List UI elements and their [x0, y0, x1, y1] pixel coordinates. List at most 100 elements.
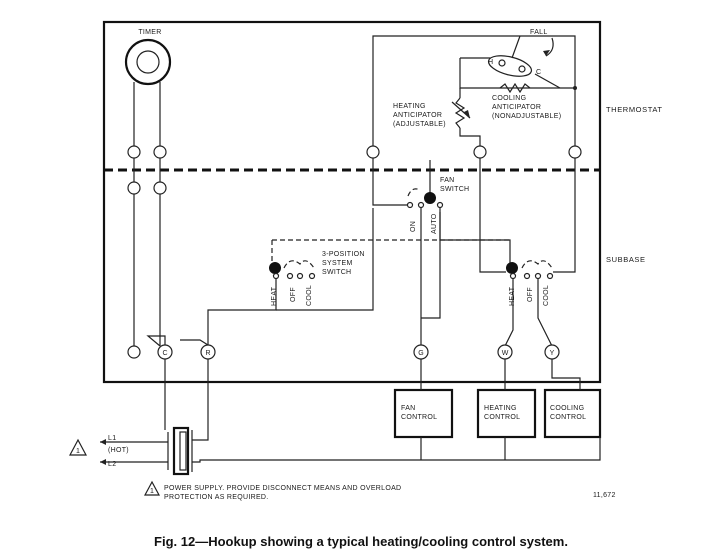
cooling-anticipator-line1: COOLING — [492, 95, 526, 102]
power-note-line1: POWER SUPPLY. PROVIDE DISCONNECT MEANS A… — [164, 485, 401, 492]
warning-triangle-icon — [69, 438, 87, 456]
bulb-contact-c — [518, 65, 526, 73]
timer-sub-terminal-right — [153, 181, 167, 195]
terminal-c-label: C — [162, 350, 167, 357]
timer-terminal-right — [153, 145, 167, 159]
r-to-transformer — [192, 359, 209, 441]
cool-anticipator-to-switch — [553, 158, 576, 273]
heating-control-box — [476, 388, 537, 439]
fan-switch-knob — [424, 192, 436, 204]
heating-anticipator-line1: HEATING — [393, 103, 426, 110]
heating-anticipator-resistor — [454, 97, 466, 129]
fan-switch-line2: SWITCH — [440, 186, 469, 193]
l1-label: L1 — [108, 435, 116, 442]
cool-label-left: COOL — [306, 285, 313, 306]
system-switch-arcs-left — [283, 260, 315, 269]
cool-contact-a-right — [534, 272, 542, 280]
anticipator-feed-wire — [459, 58, 575, 89]
off-contact-left — [286, 272, 294, 280]
terminal-g-label: G — [418, 350, 423, 357]
cool-label-right: COOL — [543, 285, 550, 306]
fan-on-wire — [372, 158, 408, 206]
figure-caption: Fig. 12—Hookup showing a typical heating… — [154, 534, 568, 549]
adjust-arrowhead — [464, 110, 470, 118]
warning-number-1: 1 — [76, 448, 80, 455]
cooling-anticipator-line2: ANTICIPATOR — [492, 104, 541, 111]
cooling-anticipator-resistor — [499, 82, 531, 94]
bulb-h-label: H — [488, 59, 493, 66]
off-label-left: OFF — [290, 287, 297, 302]
fan-auto-wire — [439, 208, 511, 268]
terminal-w-label: W — [502, 350, 509, 357]
fan-on-contact — [406, 201, 414, 209]
mercury-bulb — [487, 55, 533, 77]
cooling-anticipator-line3: (NONADJUSTABLE) — [492, 113, 561, 120]
fall-arrowhead — [543, 50, 550, 56]
figure-number: 11,672 — [593, 492, 616, 499]
system-switch-line1: 3-POSITION — [322, 251, 365, 258]
system-switch-knob-left — [269, 262, 281, 274]
l1-arrowhead — [100, 439, 106, 445]
heating-anticipator-bottom — [459, 128, 481, 146]
thermostat-terminal-2 — [473, 145, 487, 159]
heating-anticipator-line3: (ADJUSTABLE) — [393, 121, 446, 128]
bulb-contact-h — [498, 59, 506, 67]
fan-mid-contact — [417, 201, 425, 209]
fall-label: FALL — [530, 29, 548, 36]
cooling-control-line2: CONTROL — [550, 414, 586, 421]
heat-contact-right — [509, 272, 517, 280]
transformer-primary — [172, 426, 190, 476]
cooling-junction — [573, 86, 577, 90]
hot-label: (HOT) — [108, 447, 129, 454]
adjust-arrow-line — [451, 101, 471, 119]
fan-control-line1: FAN — [401, 405, 416, 412]
fan-auto-contact — [436, 201, 444, 209]
note-warning-number: 1 — [150, 488, 154, 495]
y-to-cooling-control — [551, 359, 581, 390]
thermostat-terminal-3 — [568, 145, 582, 159]
heating-anticipator-line2: ANTICIPATOR — [393, 112, 442, 119]
timer-label: TIMER — [138, 29, 161, 36]
fan-switch-line1: FAN — [440, 177, 455, 184]
cool-to-y-wire — [537, 279, 553, 347]
cool-contact-b-right — [546, 272, 554, 280]
heat-label-left: HEAT — [271, 286, 278, 306]
thermostat-enclosure — [102, 20, 602, 384]
system-left-r-wire — [207, 279, 277, 346]
fall-arrow — [545, 37, 554, 57]
l2-label: L2 — [108, 461, 116, 468]
timer-terminal-left — [127, 145, 141, 159]
thermostat-terminal-1 — [366, 145, 380, 159]
heating-control-line1: HEATING — [484, 405, 517, 412]
terminal-r-label: R — [205, 350, 210, 357]
off-label-right: OFF — [527, 287, 534, 302]
system-switch-line3: SWITCH — [322, 269, 351, 276]
transformer-core — [179, 431, 187, 471]
system-switch-knob-right — [506, 262, 518, 274]
timer-sub-terminal-left — [127, 181, 141, 195]
fan-auto-label: AUTO — [431, 213, 438, 234]
l2-arrowhead — [100, 459, 106, 465]
cool-contact-b-left — [308, 272, 316, 280]
system-switch-line2: SYSTEM — [322, 260, 353, 267]
timer-dial — [124, 38, 172, 86]
thermostat-right-wire — [520, 35, 576, 146]
heat-to-w-wire — [504, 279, 514, 347]
system-left-feed-wire — [276, 208, 374, 311]
terminal-y-label: Y — [550, 350, 555, 357]
cool-contact-a-left — [296, 272, 304, 280]
cooling-control-line1: COOLING — [550, 405, 584, 412]
timer-bottom-terminal-left — [127, 345, 141, 359]
timer-hub — [136, 50, 160, 74]
subbase-label: SUBBASE — [606, 255, 646, 264]
off-contact-right — [523, 272, 531, 280]
thermostat-label: THERMOSTAT — [606, 105, 663, 114]
fan-on-label: ON — [410, 221, 417, 232]
heating-control-line2: CONTROL — [484, 414, 520, 421]
timer-to-c-wire — [146, 335, 166, 347]
auto-return-wire — [421, 212, 441, 319]
power-note-line2: PROTECTION AS REQUIRED. — [164, 494, 269, 501]
fan-control-box — [393, 388, 454, 439]
note-warning-triangle-icon — [143, 480, 161, 496]
